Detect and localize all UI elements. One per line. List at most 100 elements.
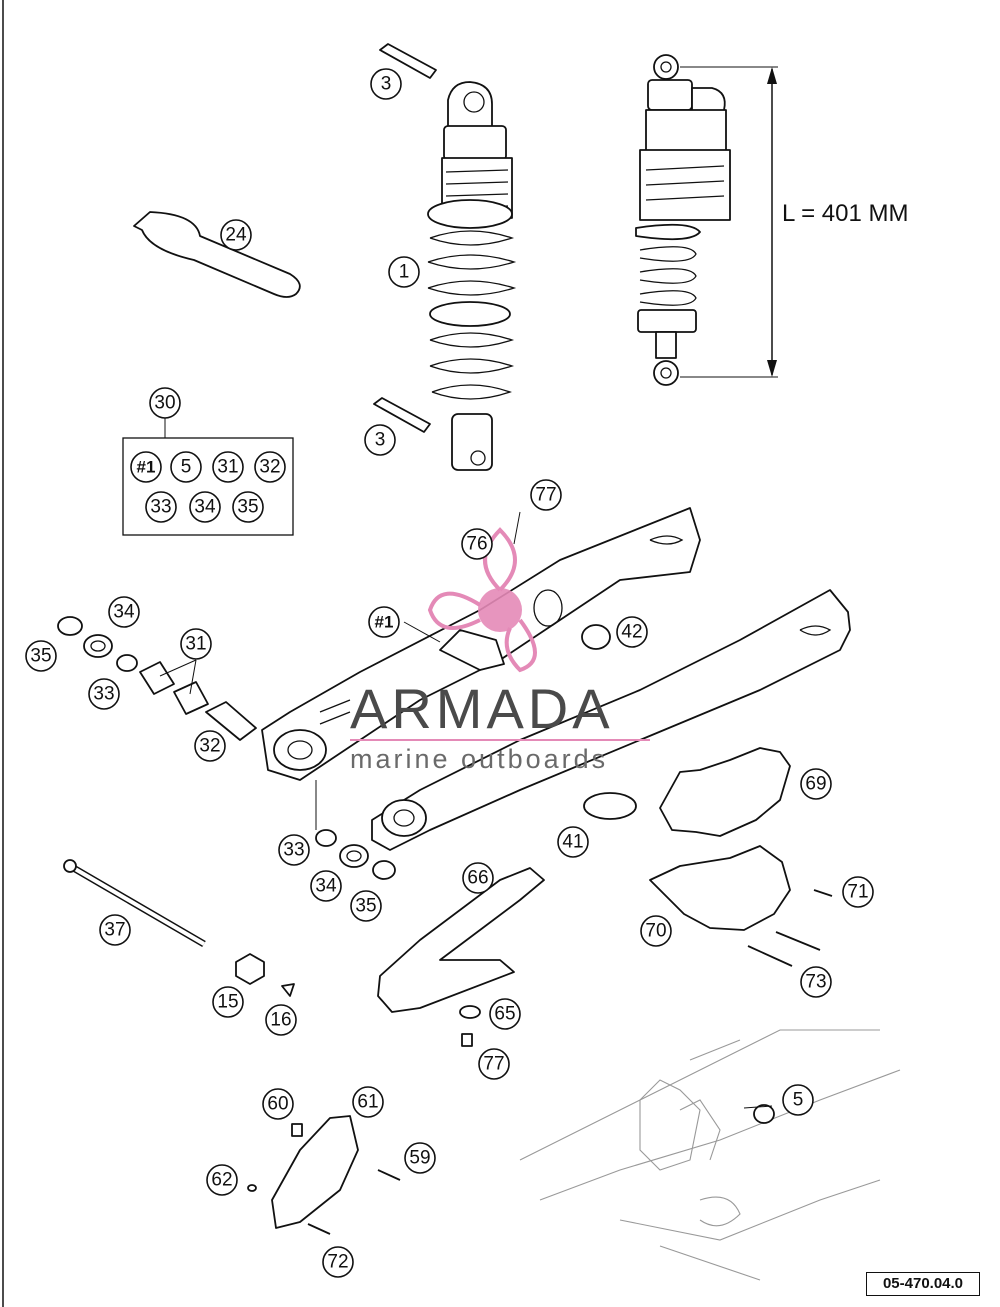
kit-callout-31: 31	[212, 451, 244, 483]
svg-text:3: 3	[375, 430, 386, 451]
svg-text:32: 32	[259, 457, 280, 478]
bolt-73a	[775, 931, 821, 951]
svg-text:34: 34	[315, 876, 337, 897]
svg-text:33: 33	[283, 840, 304, 861]
svg-text:72: 72	[327, 1252, 348, 1273]
svg-text:5: 5	[181, 457, 192, 478]
callout-59: 59	[404, 1142, 436, 1174]
svg-text:62: 62	[211, 1170, 232, 1191]
callout-24: 24	[220, 219, 252, 251]
callout-5: 5	[782, 1084, 814, 1116]
svg-text:35: 35	[237, 497, 258, 518]
svg-text:15: 15	[217, 992, 238, 1013]
washer-65	[459, 1005, 481, 1019]
washer-62	[247, 1184, 257, 1192]
guide-61	[271, 1115, 359, 1229]
bushing-5	[753, 1104, 775, 1124]
callout-65: 65	[489, 998, 521, 1030]
callout-34-left: 34	[108, 596, 140, 628]
bolt-73b	[747, 945, 793, 967]
callout-77-bottom: 77	[478, 1048, 510, 1080]
kit-callout-33: 33	[145, 491, 177, 523]
svg-text:73: 73	[805, 972, 826, 993]
cap-16	[281, 983, 295, 997]
svg-text:16: 16	[270, 1010, 291, 1031]
svg-text:60: 60	[267, 1094, 288, 1115]
shock-absorber-reference	[635, 54, 731, 386]
callout-69: 69	[800, 768, 832, 800]
callout-35-left: 35	[25, 640, 57, 672]
spacer-41	[583, 792, 637, 820]
kit-callout-5: 5	[170, 451, 202, 483]
svg-text:70: 70	[645, 921, 666, 942]
svg-text:66: 66	[467, 868, 488, 889]
callout-70: 70	[640, 915, 672, 947]
svg-text:42: 42	[621, 622, 642, 643]
callout-34-lower: 34	[310, 870, 342, 902]
callout-35-lower: 35	[350, 890, 382, 922]
watermark-title: ARMADA	[350, 677, 614, 740]
callout-61: 61	[352, 1086, 384, 1118]
watermark-motif	[427, 527, 537, 673]
svg-text:31: 31	[217, 457, 238, 478]
nut-60	[291, 1123, 303, 1137]
callout-60: 60	[262, 1088, 294, 1120]
callout-31: 31	[180, 628, 212, 660]
svg-text:24: 24	[225, 225, 247, 246]
callout-3-bottom: 3	[364, 424, 396, 456]
pivot-bearing-parts-lower	[315, 780, 396, 880]
kit-callout-32: 32	[254, 451, 286, 483]
length-dimension: L = 401 MM	[680, 66, 909, 378]
svg-text:34: 34	[113, 602, 135, 623]
bolt-71	[813, 889, 833, 897]
svg-text:34: 34	[194, 497, 216, 518]
svg-text:69: 69	[805, 774, 826, 795]
svg-text:3: 3	[381, 74, 392, 95]
svg-text:76: 76	[466, 534, 487, 555]
installation-inset	[519, 1029, 901, 1281]
callout-71: 71	[842, 876, 874, 908]
callout-76: 76	[461, 528, 493, 560]
swingarm	[261, 507, 851, 851]
shock-absorber-main	[373, 43, 517, 471]
callout-32: 32	[194, 730, 226, 762]
callout-3-top: 3	[370, 68, 402, 100]
svg-text:33: 33	[93, 684, 114, 705]
diagram-reference-number: 05-470.04.0	[866, 1272, 980, 1296]
svg-text:77: 77	[535, 485, 556, 506]
callout-73: 73	[800, 966, 832, 998]
callout-1: 1	[388, 256, 420, 288]
chain-guide-69	[659, 747, 791, 837]
svg-text:71: 71	[847, 882, 868, 903]
hook-wrench	[133, 211, 301, 298]
svg-text:77: 77	[483, 1054, 504, 1075]
svg-text:#1: #1	[375, 613, 394, 632]
svg-text:35: 35	[30, 646, 51, 667]
svg-text:#1: #1	[137, 458, 156, 477]
svg-text:32: 32	[199, 736, 220, 757]
svg-text:65: 65	[494, 1004, 515, 1025]
svg-text:61: 61	[357, 1092, 378, 1113]
callout-72: 72	[322, 1246, 354, 1278]
svg-text:41: 41	[562, 832, 583, 853]
kit-callout-h1: #1	[130, 451, 162, 483]
callout-h1: #1	[368, 606, 400, 638]
screw-59	[377, 1169, 401, 1181]
callout-15: 15	[212, 986, 244, 1018]
svg-text:35: 35	[355, 896, 376, 917]
screw-77b	[461, 1033, 473, 1047]
spacer-42	[581, 624, 611, 650]
svg-text:1: 1	[399, 262, 410, 283]
callout-16: 16	[265, 1004, 297, 1036]
svg-text:59: 59	[409, 1148, 430, 1169]
callout-77-top: 77	[530, 479, 562, 511]
callout-42: 42	[616, 616, 648, 648]
dimension-label: L = 401 MM	[782, 200, 909, 227]
pivot-bearing-parts-left	[57, 616, 257, 741]
callout-62: 62	[206, 1164, 238, 1196]
leader-lines	[159, 511, 773, 1109]
svg-text:31: 31	[185, 634, 206, 655]
callout-30: 30	[149, 387, 181, 419]
screw-72	[307, 1223, 331, 1235]
